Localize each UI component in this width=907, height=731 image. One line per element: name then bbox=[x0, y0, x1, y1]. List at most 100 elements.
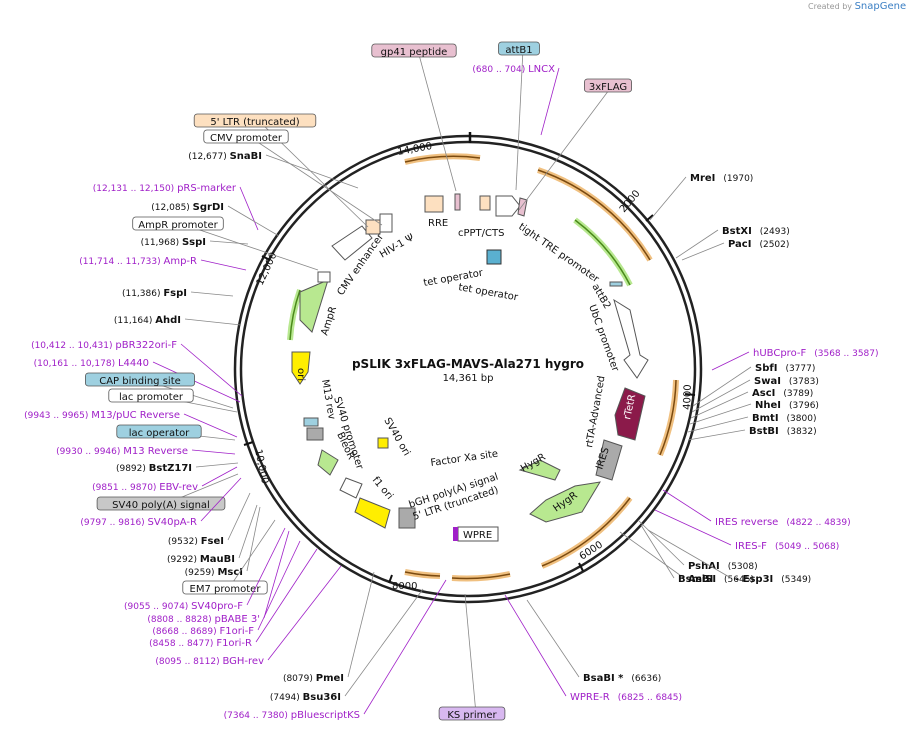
outer-label-lac-operator[interactable]: lac operator bbox=[129, 428, 190, 439]
outer-label-sv40-poly-a-signal[interactable]: SV40 poly(A) signal bbox=[112, 500, 210, 511]
leader-line-8 bbox=[227, 205, 280, 237]
outer-label-f1ori-r[interactable]: (8458 .. 8477) F1ori-R bbox=[149, 638, 252, 649]
leader-line-6 bbox=[265, 154, 359, 189]
outer-label-sv40pa-r[interactable]: (9797 .. 9816) SV40pA-R bbox=[80, 517, 197, 528]
outer-label-asci[interactable]: AscI(3789) bbox=[752, 388, 813, 399]
feature-box-bg-28 bbox=[182, 580, 268, 595]
leader-line-40 bbox=[619, 531, 685, 579]
leader-line-1 bbox=[515, 48, 524, 191]
ubc-promoter-arrow bbox=[613, 298, 649, 379]
outer-label-gp41-peptide[interactable]: gp41 peptide bbox=[381, 47, 448, 58]
outer-label-ampr-promoter[interactable]: AmpR promoter bbox=[138, 220, 218, 231]
outer-label-paci[interactable]: PacI(2502) bbox=[728, 239, 789, 250]
orange-feature-arcs bbox=[404, 153, 679, 582]
outer-label-bgh-rev[interactable]: (8095 .. 8112) BGH-rev bbox=[155, 656, 264, 667]
outer-label-bstxi[interactable]: BstXI(2493) bbox=[722, 226, 790, 237]
leader-line-30 bbox=[263, 530, 290, 619]
outer-label-prs-marker[interactable]: (12,131 .. 12,150) pRS-marker bbox=[93, 183, 237, 194]
rtetr-arrow bbox=[614, 387, 646, 441]
leader-line-14 bbox=[180, 343, 243, 397]
leader-line-51 bbox=[692, 366, 752, 407]
outer-label-attb1[interactable]: attB1 bbox=[505, 45, 532, 56]
leader-line-54 bbox=[675, 229, 719, 259]
outer-label-m13-reverse[interactable]: (9930 .. 9946) M13 Reverse bbox=[56, 446, 188, 457]
outer-label-sv40pro-f[interactable]: (9055 .. 9074) SV40pro-F bbox=[124, 601, 243, 612]
outer-label-pbluescriptks[interactable]: (7364 .. 7380) pBluescriptKS bbox=[224, 710, 360, 721]
outer-label-pbr322ori-f[interactable]: (10,412 .. 10,431) pBR322ori-F bbox=[31, 340, 177, 351]
outer-label-bmti[interactable]: BmtI(3800) bbox=[752, 413, 816, 424]
leader-line-25 bbox=[227, 492, 251, 541]
inner-label-ori: ori bbox=[295, 368, 306, 381]
outer-label-3xflag[interactable]: 3xFLAG bbox=[589, 82, 627, 93]
outer-label--esp3i[interactable]: - Esp3I(5349) bbox=[735, 574, 811, 585]
outer-label-msci[interactable]: (9259) MscI bbox=[185, 567, 243, 578]
outer-label-cap-binding-site[interactable]: CAP binding site bbox=[99, 376, 181, 387]
leader-line-10 bbox=[209, 240, 249, 245]
feature-box-bg-17 bbox=[108, 388, 194, 403]
outer-label-ires-f[interactable]: IRES-F(5049 .. 5068) bbox=[735, 541, 839, 552]
outer-label-l4440[interactable]: (10,161 .. 10,178) L4440 bbox=[34, 358, 149, 369]
outer-label-amp-r[interactable]: (11,714 .. 11,733) Amp-R bbox=[79, 256, 197, 267]
leader-line-44 bbox=[654, 509, 732, 546]
outer-label-ires-reverse[interactable]: IRES reverse(4822 .. 4839) bbox=[715, 517, 851, 528]
inner-label-sv40-ori: SV40 ori bbox=[381, 416, 412, 458]
outer-label-pbabe-3-[interactable]: (8808 .. 8828) pBABE 3' bbox=[147, 614, 260, 625]
outer-label-bstbi[interactable]: BstBI(3832) bbox=[749, 426, 817, 437]
gp41-box bbox=[454, 193, 461, 211]
feature-box-bg-1 bbox=[498, 41, 540, 56]
leader-line-36 bbox=[363, 579, 447, 715]
outer-label-5-ltr-truncated-[interactable]: 5' LTR (truncated) bbox=[210, 117, 299, 128]
outer-label-ebv-rev[interactable]: (9851 .. 9870) EBV-rev bbox=[92, 482, 198, 493]
green-arc-right-line bbox=[574, 219, 631, 286]
outer-label-mrei[interactable]: MreI(1970) bbox=[690, 173, 753, 184]
orange-arc-lower-right-line bbox=[541, 497, 631, 567]
outer-label-snabi[interactable]: (12,677) SnaBI bbox=[188, 151, 262, 162]
outer-label-lncx[interactable]: (680 .. 704) LNCX bbox=[472, 64, 555, 75]
inner-label-rtta: rtTA-Advanced bbox=[584, 375, 607, 449]
outer-label-sspi[interactable]: (11,968) SspI bbox=[141, 237, 206, 248]
leader-line-34 bbox=[347, 571, 375, 678]
outer-label-sbfi[interactable]: SbfI(3777) bbox=[755, 363, 815, 374]
outer-label-hubcpro-f[interactable]: hUBCpro-F(3568 .. 3587) bbox=[753, 348, 879, 359]
tick-12000 bbox=[261, 255, 271, 261]
leader-line-22 bbox=[201, 466, 238, 487]
outer-label-f1ori-f[interactable]: (8668 .. 8689) F1ori-F bbox=[152, 626, 254, 637]
outer-label-fsei[interactable]: (9532) FseI bbox=[168, 536, 224, 547]
outer-label-m13-puc-reverse[interactable]: (9943 .. 9965) M13/pUC Reverse bbox=[24, 410, 180, 421]
leader-line-33 bbox=[267, 565, 342, 661]
leader-line-41 bbox=[637, 519, 685, 566]
outer-label-bsabi-[interactable]: BsaBI *(6636) bbox=[583, 673, 661, 684]
leader-line-53 bbox=[681, 242, 725, 261]
orange-arc-right-line bbox=[659, 379, 677, 456]
outer-label-swai[interactable]: SwaI(3783) bbox=[754, 376, 819, 387]
outer-label-bstz17i[interactable]: (9892) BstZ17I bbox=[116, 463, 192, 474]
inner-label-factor-xa: Factor Xa site bbox=[430, 449, 499, 469]
outer-label-cmv-promoter[interactable]: CMV promoter bbox=[210, 133, 283, 144]
outer-label-em7-promoter[interactable]: EM7 promoter bbox=[190, 584, 262, 595]
leader-line-0 bbox=[417, 50, 457, 192]
outer-label-ahdi[interactable]: (11,164) AhdI bbox=[114, 315, 181, 326]
snapgene-credit: Created by SnapGene bbox=[808, 1, 906, 12]
outer-label-asisi[interactable]: AsiSI(5645) bbox=[688, 574, 754, 585]
inner-label-rre: RRE bbox=[428, 218, 448, 229]
inner-label-ubc: UbC promoter bbox=[586, 303, 621, 374]
outer-label-ks-primer[interactable]: KS primer bbox=[447, 710, 497, 721]
ori-arrow bbox=[291, 351, 311, 385]
outer-label-fspi[interactable]: (11,386) FspI bbox=[122, 288, 187, 299]
sv40-promoter-box bbox=[306, 427, 324, 441]
outer-label-maubi[interactable]: (9292) MauBI bbox=[167, 554, 235, 565]
orange-arc-bottom-line bbox=[451, 573, 511, 580]
outer-label-pmei[interactable]: (8079) PmeI bbox=[283, 673, 344, 684]
leader-line-12 bbox=[190, 291, 234, 297]
outer-label-sgrdi[interactable]: (12,085) SgrDI bbox=[151, 202, 224, 213]
outer-label-nhei[interactable]: NheI(3796) bbox=[755, 400, 819, 411]
outer-label-wpre-r[interactable]: WPRE-R(6825 .. 6845) bbox=[570, 692, 682, 703]
outer-label-bsu36i[interactable]: (7494) Bsu36I bbox=[270, 692, 341, 703]
outer-label-pshai[interactable]: PshAI(5308) bbox=[688, 561, 758, 572]
leader-line-45 bbox=[662, 489, 712, 522]
outer-label-lac-promoter[interactable]: lac promoter bbox=[119, 392, 184, 403]
leader-line-13 bbox=[184, 318, 242, 326]
outer-label-bsmbi[interactable]: BsmBI bbox=[678, 574, 713, 585]
orange-arc-right bbox=[657, 379, 679, 457]
